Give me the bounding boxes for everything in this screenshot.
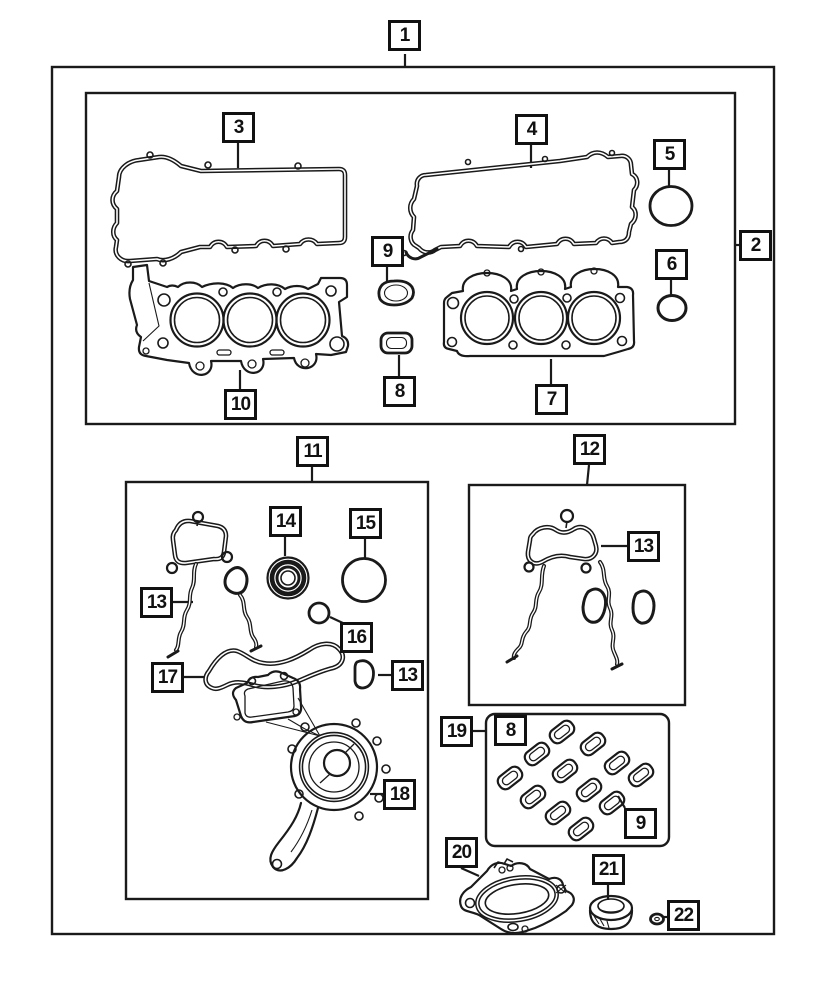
callout-13-b[interactable]: 13 <box>391 660 424 691</box>
port-seal-8 <box>379 331 414 355</box>
callout-21[interactable]: 21 <box>592 854 625 885</box>
coolant-tube-gasket-13-box12 <box>505 508 656 671</box>
timing-cover-gasket-18 <box>231 670 391 872</box>
cylinder-head-gasket-right <box>442 267 636 358</box>
callout-1[interactable]: 1 <box>388 20 421 51</box>
callout-4[interactable]: 4 <box>515 114 548 145</box>
o-ring-6 <box>656 294 688 322</box>
valve-cover-gasket-right <box>400 149 638 261</box>
o-ring-15 <box>341 557 387 603</box>
o-ring-5 <box>648 185 694 227</box>
callout-9-top[interactable]: 9 <box>371 236 404 267</box>
sealing-strip-17 <box>206 644 343 689</box>
callout-14[interactable]: 14 <box>269 506 302 537</box>
callout-8-intake[interactable]: 8 <box>494 715 527 746</box>
callout-11[interactable]: 11 <box>296 436 329 467</box>
coolant-tube-gasket-13-left <box>165 510 263 659</box>
callout-18[interactable]: 18 <box>383 779 416 810</box>
callout-7[interactable]: 7 <box>535 384 568 415</box>
small-o-ring-22 <box>649 912 665 926</box>
crankshaft-seal-14 <box>266 556 310 600</box>
callout-6[interactable]: 6 <box>655 249 688 280</box>
timing-cover-group-box <box>124 480 430 901</box>
cylinder-head-gasket-left <box>128 263 350 376</box>
callout-12[interactable]: 12 <box>573 434 606 465</box>
callout-13-a[interactable]: 13 <box>140 587 173 618</box>
water-outlet-group-box <box>467 483 687 707</box>
callout-16[interactable]: 16 <box>340 622 373 653</box>
callout-17[interactable]: 17 <box>151 662 184 693</box>
callout-8-top[interactable]: 8 <box>383 376 416 407</box>
callout-3[interactable]: 3 <box>222 112 255 143</box>
port-seal-13-right <box>353 659 375 690</box>
callout-10[interactable]: 10 <box>224 389 257 420</box>
valve-cover-gasket-left <box>113 151 346 268</box>
port-seal-9 <box>377 279 415 307</box>
callout-9-intake[interactable]: 9 <box>624 808 657 839</box>
callout-5[interactable]: 5 <box>653 139 686 170</box>
upper-gasket-group-box <box>84 91 737 426</box>
callout-20[interactable]: 20 <box>445 837 478 868</box>
cup-seal-21 <box>588 894 634 931</box>
callout-19[interactable]: 19 <box>440 716 473 747</box>
outlet-gasket-20 <box>459 858 575 935</box>
outer-boundary-box <box>50 65 776 936</box>
callout-22[interactable]: 22 <box>667 900 700 931</box>
callout-15[interactable]: 15 <box>349 508 382 539</box>
callout-2[interactable]: 2 <box>739 230 772 261</box>
callout-13-c[interactable]: 13 <box>627 531 660 562</box>
intake-gasket-group-box <box>484 712 671 848</box>
o-ring-16 <box>307 601 331 625</box>
